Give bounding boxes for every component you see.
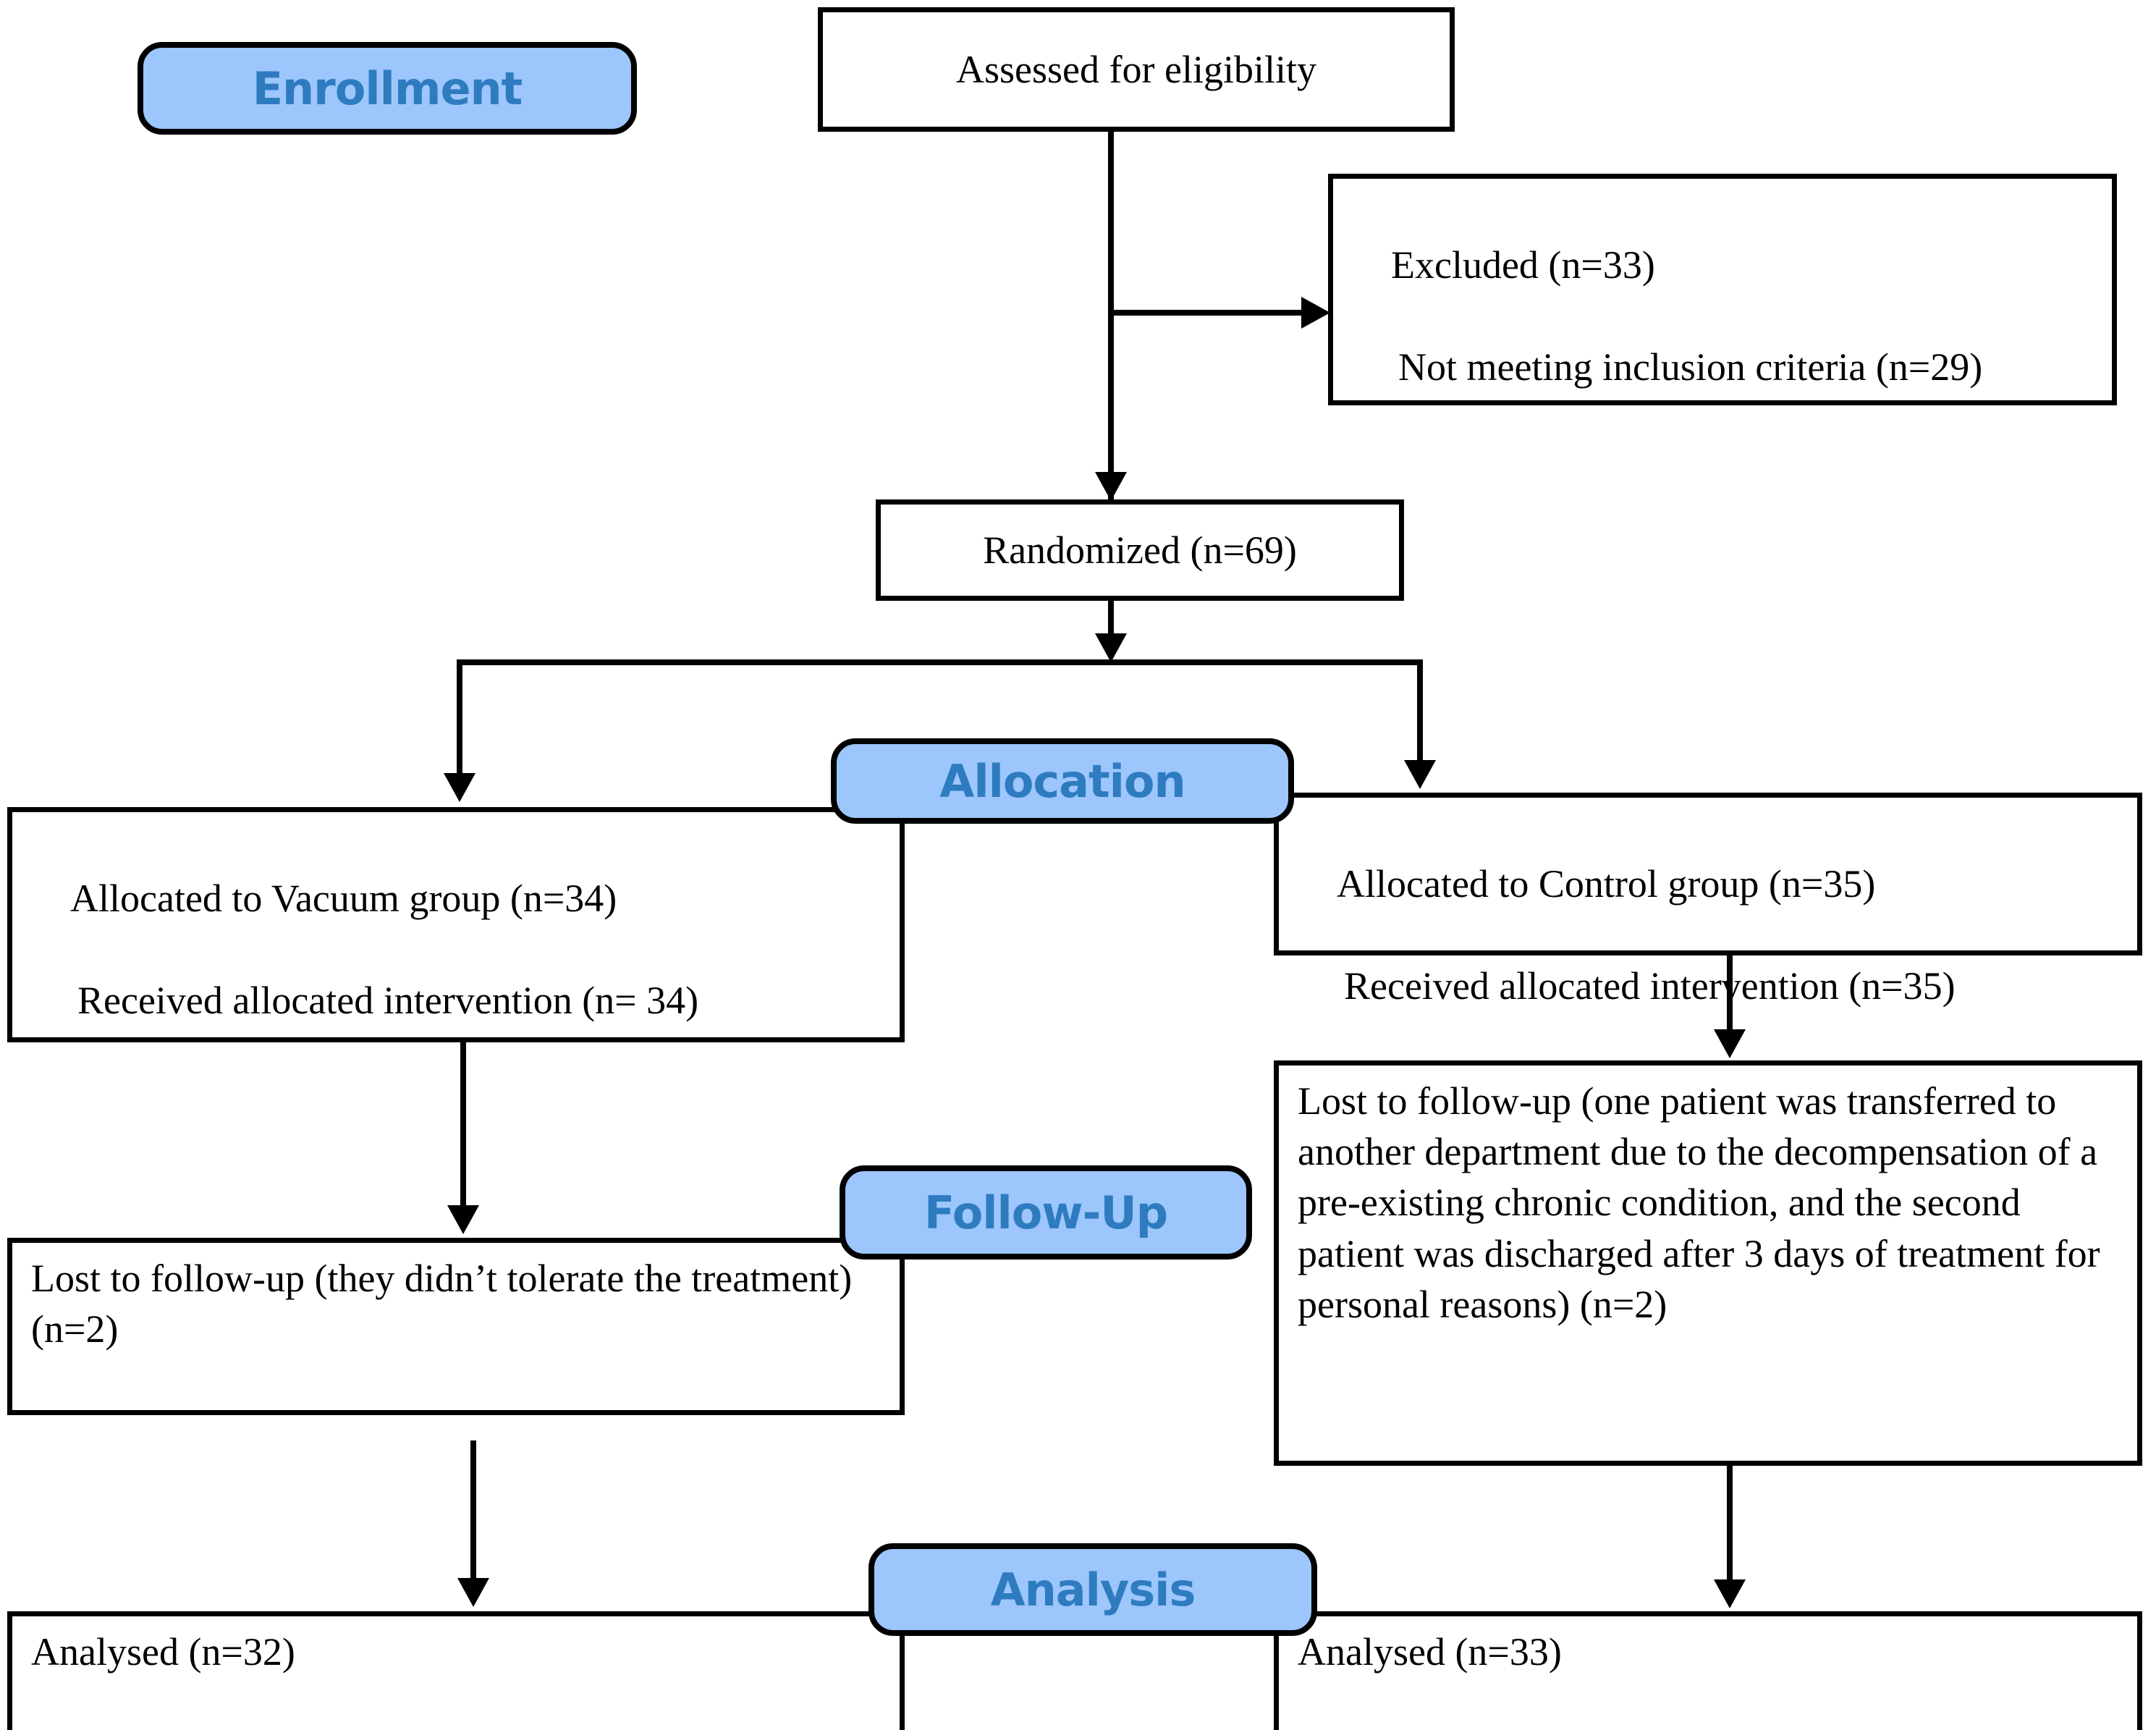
connector-split-left-leg bbox=[457, 659, 462, 775]
arrowhead-into-followup-left bbox=[447, 1205, 479, 1234]
stage-badge-followup: Follow-Up bbox=[840, 1165, 1252, 1259]
arrowhead-into-alloc-left bbox=[444, 773, 475, 802]
arrowhead-into-analysis-left bbox=[457, 1578, 489, 1607]
connector-assessed-to-randomized bbox=[1108, 132, 1114, 502]
node-analysed-vacuum: Analysed (n=32) bbox=[7, 1611, 905, 1730]
arrowhead-into-alloc-right bbox=[1404, 760, 1436, 789]
stage-badge-analysis: Analysis bbox=[868, 1543, 1317, 1636]
stage-badge-allocation: Allocation bbox=[831, 738, 1294, 824]
alloc-left-line2: Received allocated intervention (n= 34) bbox=[77, 978, 699, 1022]
connector-split-right-leg bbox=[1417, 659, 1423, 762]
node-followup-control: Lost to follow-up (one patient was trans… bbox=[1274, 1060, 2142, 1466]
node-allocation-control: Allocated to Control group (n=35) Receiv… bbox=[1274, 793, 2142, 1008]
excluded-total-label: Excluded (n=33) bbox=[1391, 243, 1655, 287]
alloc-right-line1: Allocated to Control group (n=35) bbox=[1337, 862, 1876, 906]
connector-alloc-left-to-followup-left bbox=[460, 1042, 466, 1209]
arrowhead-into-excluded bbox=[1301, 297, 1330, 329]
arrowhead-into-analysis-right bbox=[1714, 1579, 1746, 1608]
arrowhead-into-followup-right bbox=[1714, 1029, 1746, 1058]
connector-alloc-right-to-followup-right bbox=[1727, 955, 1733, 1031]
node-excluded: Excluded (n=33) Not meeting inclusion cr… bbox=[1328, 174, 2117, 405]
excluded-reason-label: Not meeting inclusion criteria (n=29) bbox=[1398, 345, 1983, 389]
node-analysed-control: Analysed (n=33) bbox=[1274, 1611, 2142, 1730]
node-followup-vacuum: Lost to follow-up (they didn’t tolerate … bbox=[7, 1238, 905, 1415]
connector-followup-right-to-analysis-right bbox=[1727, 1466, 1733, 1582]
connector-split-horizontal bbox=[457, 659, 1423, 665]
connector-to-excluded bbox=[1108, 310, 1303, 316]
node-randomized: Randomized (n=69) bbox=[876, 499, 1404, 601]
node-assessed-for-eligibility: Assessed for eligibility bbox=[818, 7, 1455, 132]
alloc-left-line1: Allocated to Vacuum group (n=34) bbox=[70, 877, 617, 921]
node-allocation-vacuum: Allocated to Vacuum group (n=34) Receive… bbox=[7, 807, 905, 1042]
arrowhead-into-randomized bbox=[1095, 472, 1127, 501]
stage-badge-enrollment: Enrollment bbox=[138, 42, 637, 135]
connector-followup-left-to-analysis-left bbox=[470, 1440, 476, 1582]
arrowhead-randomized-split bbox=[1095, 633, 1127, 662]
alloc-right-line2: Received allocated intervention (n=35) bbox=[1344, 963, 1956, 1008]
connector-randomized-stem bbox=[1108, 601, 1114, 637]
